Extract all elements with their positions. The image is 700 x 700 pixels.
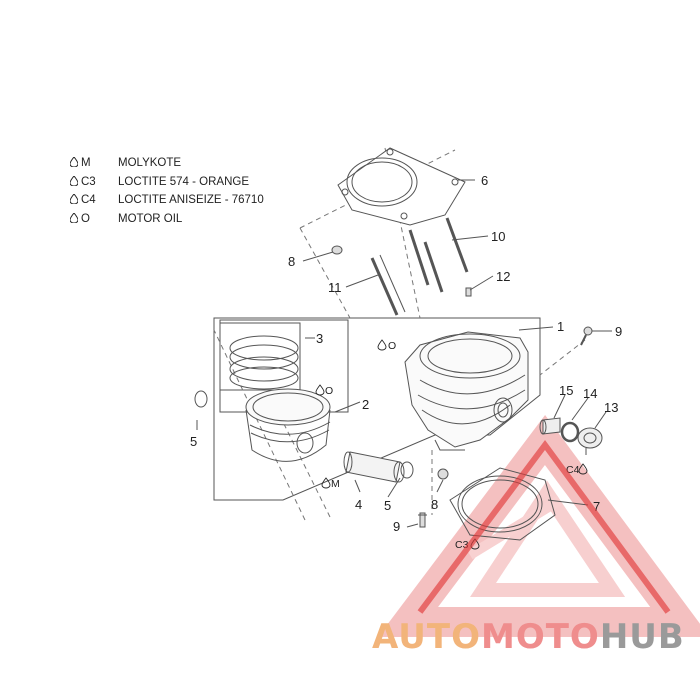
legend-text: LOCTITE ANISEIZE - 76710 bbox=[118, 194, 264, 206]
callout-8: 8 bbox=[288, 254, 295, 269]
legend-symbol: C3 bbox=[70, 175, 118, 188]
base-gasket-part bbox=[449, 467, 556, 541]
piston-pin-part bbox=[343, 451, 405, 483]
note-molykote: M bbox=[331, 478, 340, 490]
callout-13: 13 bbox=[604, 400, 618, 415]
callout-14: 14 bbox=[583, 386, 597, 401]
callout-10: 10 bbox=[491, 229, 505, 244]
callout-numbers: 1 2 3 4 5 5 6 7 8 8 9 9 10 11 12 13 14 1… bbox=[190, 173, 622, 534]
dowel-pin-part bbox=[465, 287, 472, 297]
callout-2: 2 bbox=[362, 397, 369, 412]
drop-icon bbox=[315, 384, 325, 396]
callout-5: 5 bbox=[190, 434, 197, 449]
legend-symbol: C4 bbox=[70, 194, 118, 206]
dowel-sleeve-part bbox=[437, 468, 449, 480]
piston-rings-box bbox=[219, 322, 301, 391]
drop-icon bbox=[70, 175, 78, 186]
drop-icon bbox=[578, 463, 588, 475]
legend-text: MOTOR OIL bbox=[118, 212, 183, 225]
watermark-triangle-icon bbox=[417, 439, 671, 614]
callout-3: 3 bbox=[316, 331, 323, 346]
plug-part bbox=[577, 427, 603, 455]
drop-icon bbox=[70, 194, 78, 204]
note-loctite-c4: C4 bbox=[566, 464, 580, 476]
head-gasket-part bbox=[337, 147, 466, 226]
note-motor-oil: O bbox=[388, 340, 396, 352]
piston-part bbox=[245, 388, 331, 462]
bolt-part bbox=[418, 512, 427, 528]
callout-9: 9 bbox=[393, 519, 400, 534]
circlip-part bbox=[400, 461, 414, 479]
leader-lines bbox=[196, 179, 612, 528]
callout-5: 5 bbox=[384, 498, 391, 513]
callout-7: 7 bbox=[593, 499, 600, 514]
legend-text: MOLYKOTE bbox=[118, 157, 182, 169]
callout-12: 12 bbox=[496, 269, 510, 284]
watermark-logo-shape bbox=[377, 414, 700, 637]
watermark-brand-text: AUTOMOTOHUB bbox=[372, 617, 685, 657]
callout-11: 11 bbox=[328, 280, 342, 295]
legend-symbol: M bbox=[70, 157, 118, 169]
callout-15: 15 bbox=[559, 383, 573, 398]
drop-icon bbox=[70, 157, 78, 167]
cylinder-part bbox=[404, 331, 529, 451]
callout-8: 8 bbox=[431, 497, 438, 512]
piston-rings-part bbox=[229, 335, 299, 390]
callout-1: 1 bbox=[557, 319, 564, 334]
drop-icon bbox=[70, 212, 78, 223]
callout-4: 4 bbox=[355, 497, 362, 512]
drop-icon bbox=[377, 339, 387, 351]
dowel-sleeve-part bbox=[331, 245, 343, 255]
circlip-part bbox=[194, 390, 208, 408]
legend-text: LOCTITE 574 - ORANGE bbox=[118, 175, 250, 188]
note-motor-oil: O bbox=[325, 385, 333, 397]
bolt-part bbox=[580, 326, 593, 346]
sleeve-part bbox=[539, 417, 561, 435]
drop-icon bbox=[321, 477, 331, 489]
cylinder-studs-part bbox=[370, 217, 469, 316]
callout-9: 9 bbox=[615, 324, 622, 339]
legend-symbol: O bbox=[70, 212, 118, 225]
o-ring-part bbox=[560, 421, 580, 443]
callout-6: 6 bbox=[481, 173, 488, 188]
